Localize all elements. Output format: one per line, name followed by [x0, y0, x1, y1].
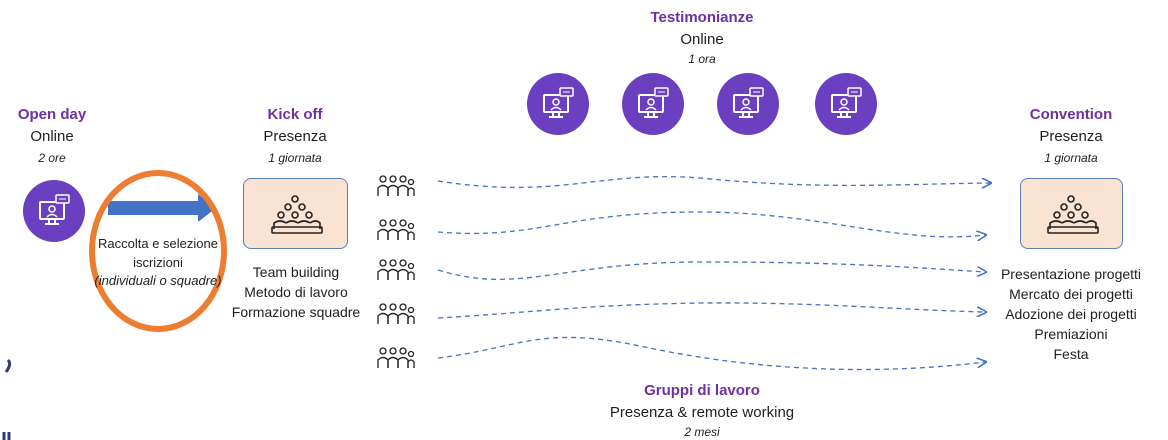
team-people-icon — [377, 303, 415, 324]
audience-group-icon — [271, 195, 323, 234]
convention-activity: Mercato dei progetti — [1009, 286, 1133, 302]
edge-mark — [4, 358, 12, 373]
testimonianze-online-icon-2 — [622, 73, 684, 135]
team-people-icon — [377, 175, 415, 196]
testimonianze-title: Testimonianze — [650, 9, 754, 26]
convention-activity: Adozione dei progetti — [1005, 306, 1137, 322]
gruppi-mode: Presenza & remote working — [609, 404, 795, 421]
team-people-icon — [377, 219, 415, 240]
selection-label-line1: Raccolta e selezione — [98, 236, 218, 251]
monitor-video-call-icon — [638, 87, 669, 118]
convention-activity: Premiazioni — [1034, 326, 1108, 342]
convention-title: Convention — [1029, 106, 1113, 123]
audience-group-icon — [1047, 195, 1099, 234]
testimonianze-online-icon-4 — [815, 73, 877, 135]
testimonianze-online-icon-1 — [527, 73, 589, 135]
edge-mark-2 — [2, 432, 11, 440]
kick-off-title: Kick off — [267, 106, 323, 123]
monitor-video-call-icon — [543, 87, 574, 118]
selection-label-line3: (individuali o squadre) — [94, 273, 222, 288]
selection-highlight-ring — [89, 170, 227, 332]
team-icon-3 — [376, 258, 416, 282]
dashed-flow-4 — [437, 302, 985, 319]
selection-label-line2: iscrizioni — [133, 255, 183, 270]
dashed-flow-3 — [437, 261, 985, 280]
kick-off-activity: Team building — [252, 264, 340, 280]
open-day-title: Open day — [17, 106, 87, 123]
testimonianze-mode: Online — [680, 31, 724, 48]
kick-off-duration: 1 giornata — [268, 151, 322, 165]
testimonianze-online-icon-3 — [717, 73, 779, 135]
open-day-mode: Online — [30, 128, 74, 145]
gruppi-title: Gruppi di lavoro — [644, 382, 760, 399]
dashed-flow-1 — [437, 175, 990, 188]
kick-off-box — [243, 178, 348, 249]
team-people-icon — [377, 259, 415, 280]
convention-duration: 1 giornata — [1044, 151, 1098, 165]
monitor-video-call-icon — [733, 87, 764, 118]
team-people-icon — [377, 347, 415, 368]
dashed-flow-5 — [437, 336, 985, 371]
convention-activity: Presentazione progetti — [1000, 266, 1142, 282]
convention-mode: Presenza — [1039, 128, 1103, 145]
convention-activities: Presentazione progetti Mercato dei proge… — [988, 264, 1154, 364]
kick-off-activity: Formazione squadre — [231, 304, 361, 320]
team-icon-4 — [376, 302, 416, 326]
team-icon-2 — [376, 218, 416, 242]
monitor-video-call-icon — [831, 87, 862, 118]
convention-activity: Festa — [1053, 346, 1089, 362]
open-day-online-icon — [23, 180, 85, 242]
kick-off-activities: Team building Metodo di lavoro Formazion… — [228, 262, 364, 322]
dashed-flow-2 — [437, 211, 985, 237]
testimonianze-duration: 1 ora — [688, 52, 716, 66]
convention-box — [1020, 178, 1123, 249]
selection-arrow — [108, 194, 216, 222]
kick-off-mode: Presenza — [263, 128, 327, 145]
kick-off-activity: Metodo di lavoro — [244, 284, 348, 300]
team-icon-1 — [376, 174, 416, 198]
open-day-duration: 2 ore — [38, 151, 66, 165]
team-icon-5 — [376, 346, 416, 370]
gruppi-duration: 2 mesi — [684, 425, 720, 439]
